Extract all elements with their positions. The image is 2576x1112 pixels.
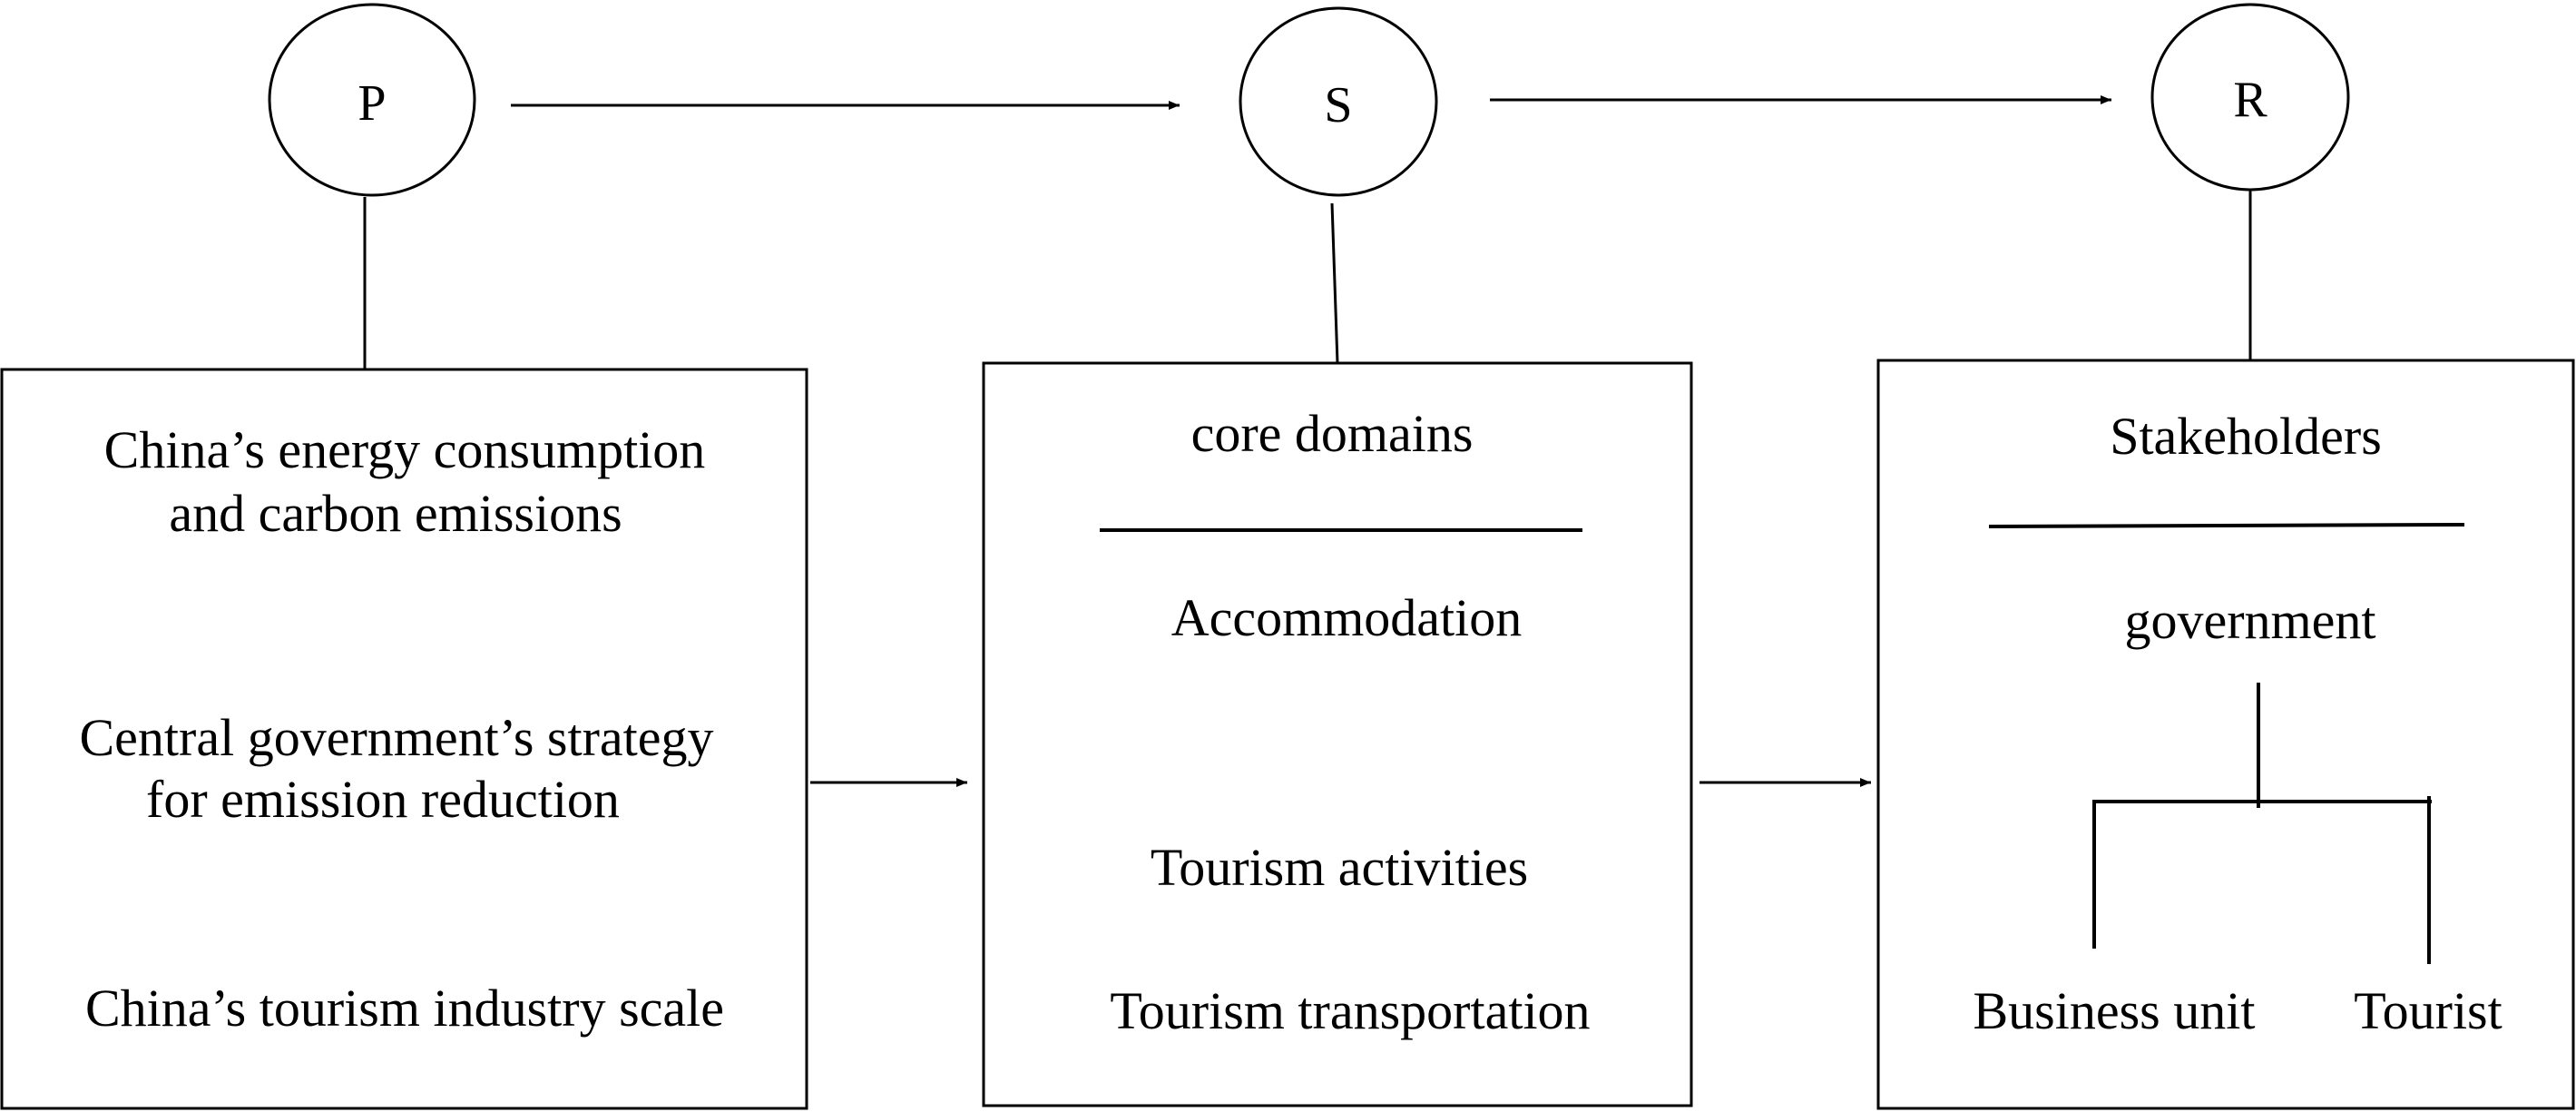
node-p-circle xyxy=(268,3,476,197)
pressure-line-2: and carbon emissions xyxy=(169,484,622,543)
stakeholder-tree xyxy=(2092,683,2432,964)
node-r: R xyxy=(2150,3,2350,192)
node-r-circle xyxy=(2150,3,2350,192)
state-box: core domains Accommodation Tourism activ… xyxy=(982,361,1693,1107)
response-box: Stakeholders government Business unit To… xyxy=(1876,359,2575,1110)
node-s-label: S xyxy=(1324,77,1352,133)
state-item-tourism-transportation: Tourism transportation xyxy=(1110,981,1590,1040)
response-heading: Stakeholders xyxy=(2110,407,2382,466)
response-heading-divider xyxy=(1988,523,2465,528)
state-box-frame xyxy=(982,361,1693,1107)
node-p-label: P xyxy=(358,75,386,132)
state-item-accommodation: Accommodation xyxy=(1171,588,1523,647)
pressure-box-frame xyxy=(0,368,808,1110)
response-box-frame xyxy=(1876,359,2575,1110)
pressure-box: China’s energy consumption and carbon em… xyxy=(0,368,808,1110)
response-root-government: government xyxy=(2124,591,2375,650)
pressure-line-1: China’s energy consumption xyxy=(104,420,706,479)
node-r-label: R xyxy=(2233,72,2267,128)
node-s-circle xyxy=(1239,6,1438,197)
response-child-business-unit: Business unit xyxy=(1974,981,2256,1040)
state-item-tourism-activities: Tourism activities xyxy=(1151,838,1528,897)
pressure-line-3: Central government’s strategy xyxy=(79,708,713,767)
connector-s xyxy=(1330,202,1339,364)
pressure-line-5: China’s tourism industry scale xyxy=(85,979,724,1038)
node-p: P xyxy=(268,3,476,197)
pressure-line-4: for emission reduction xyxy=(146,770,620,829)
node-s: S xyxy=(1239,6,1438,197)
state-heading: core domains xyxy=(1191,404,1474,463)
response-child-tourist: Tourist xyxy=(2354,981,2503,1040)
